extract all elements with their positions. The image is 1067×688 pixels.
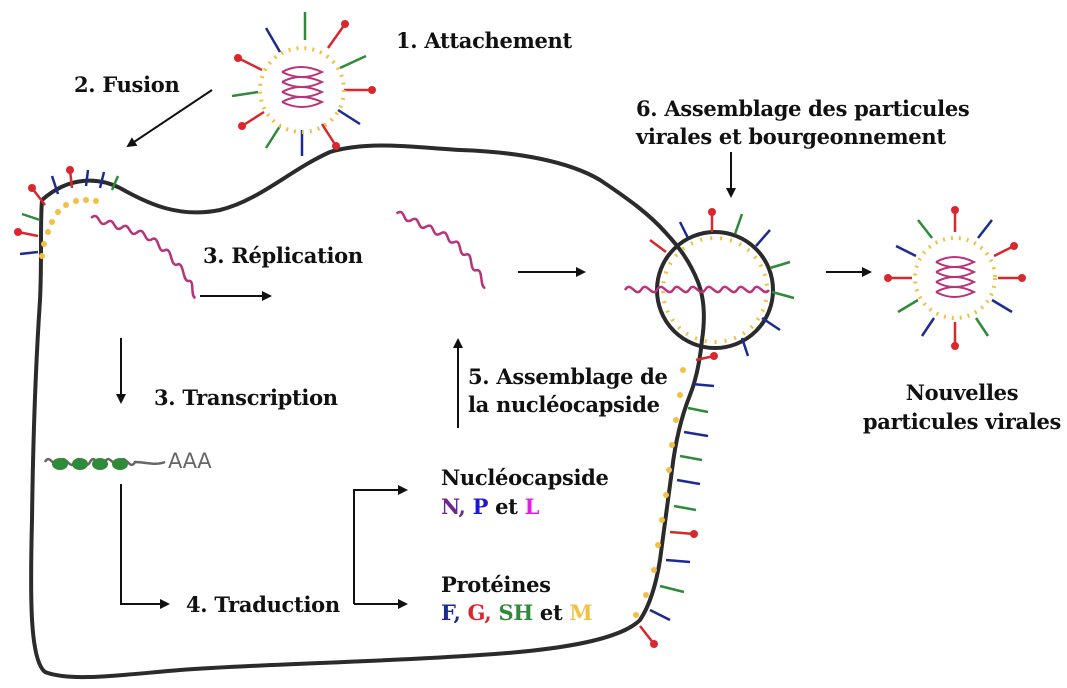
surface-proteins: F, G, SH et M	[441, 600, 592, 625]
new-particles-label-line2: particules virales	[862, 409, 1062, 434]
fusion-lipid-dots	[39, 197, 99, 259]
and-word: et	[540, 600, 562, 625]
step-6-label-line2: virales et bourgeonnement	[636, 124, 946, 149]
protein-F: F,	[441, 600, 461, 625]
rna-helix-icon	[78, 215, 210, 298]
and-word: et	[495, 494, 517, 519]
protein-SH: SH	[498, 600, 532, 625]
poly-a-tail-label: AAA	[168, 449, 211, 474]
new-particles-label-line1: Nouvelles	[862, 380, 1062, 405]
step-1-label: 1. Attachement	[396, 28, 572, 53]
fusion-arrow	[128, 90, 212, 146]
proteins-title: Protéines	[441, 572, 551, 597]
nucleocapsid-proteins: N, P et L	[441, 494, 539, 519]
fused-membrane-spikes	[14, 166, 118, 254]
mrna-strand-icon	[45, 458, 165, 470]
split-arrow-nucleocapsid	[354, 490, 406, 604]
step-5-label-line2: la nucléocapside	[468, 392, 660, 417]
step-5-label-line1: 5. Assemblage de	[468, 364, 668, 389]
budding-particle-icon	[625, 208, 794, 356]
protein-G: G,	[468, 600, 492, 625]
step-3-transcription-label: 3. Transcription	[154, 385, 338, 410]
process-arrows	[121, 90, 870, 604]
protein-L: L	[525, 494, 539, 519]
attaching-virion-icon	[232, 12, 376, 156]
step-3-replication-label: 3. Réplication	[203, 243, 363, 268]
protein-P: P	[473, 494, 489, 519]
new-virion-icon	[884, 206, 1026, 350]
step-6-label-line1: 6. Assemblage des particules	[636, 96, 969, 121]
protein-N: N,	[441, 494, 466, 519]
step-4-label: 4. Traduction	[186, 592, 340, 617]
step-2-label: 2. Fusion	[74, 72, 179, 97]
replicated-rna-helix-icon	[384, 211, 500, 288]
protein-M: M	[569, 600, 592, 625]
translation-arrow	[121, 484, 168, 604]
nucleocapsid-title: Nucléocapside	[441, 465, 609, 490]
